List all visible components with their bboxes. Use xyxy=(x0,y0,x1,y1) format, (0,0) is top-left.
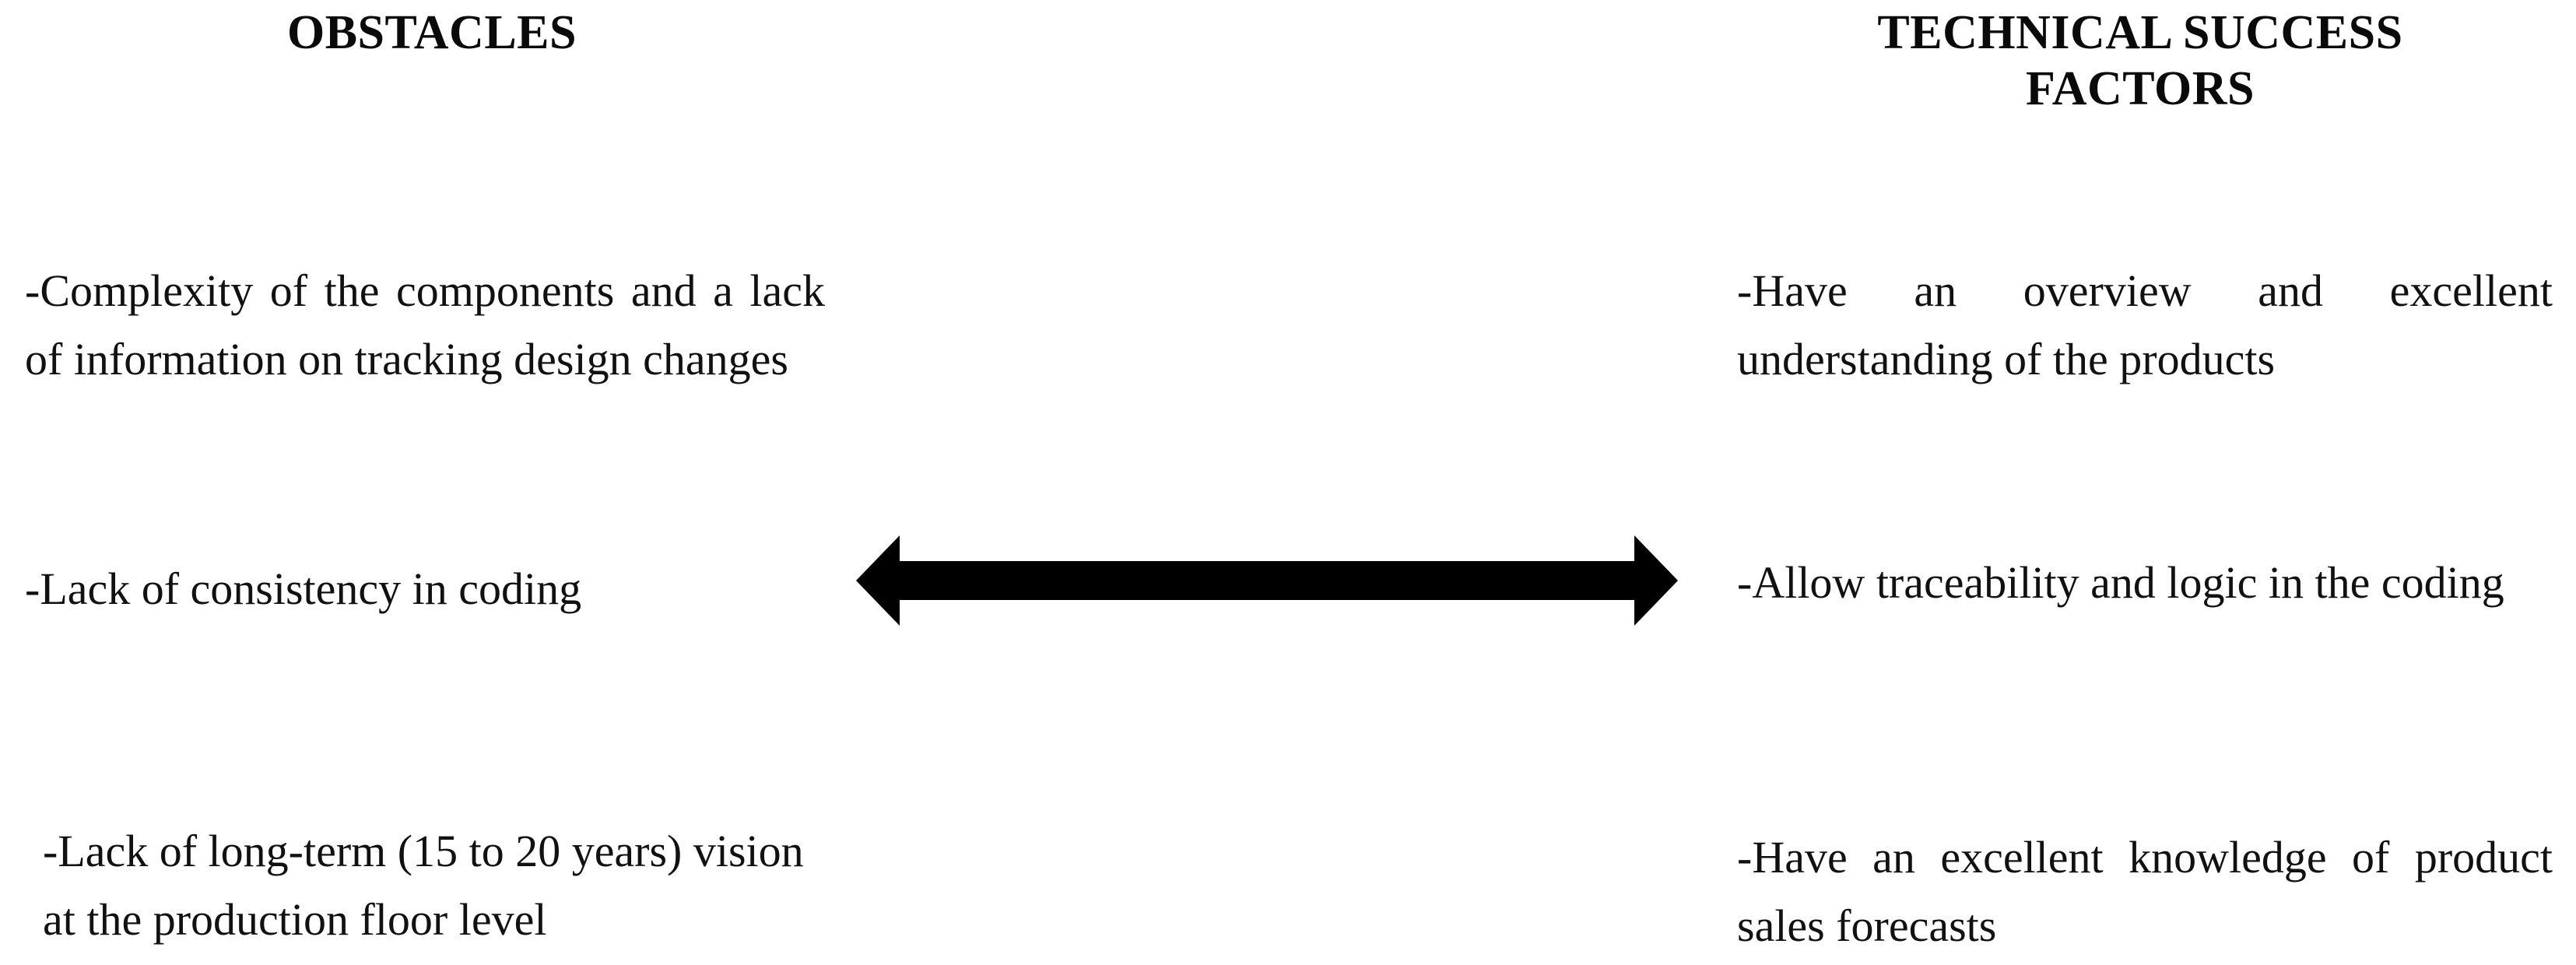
obstacle-text: -Lack of long-term (15 to 20 years) visi… xyxy=(43,826,804,945)
column-header-technical-success-factors-line-2: FACTORS xyxy=(2025,62,2255,115)
success-factor-text: -Have an excellent knowledge of product … xyxy=(1737,832,2553,951)
double-headed-arrow-icon xyxy=(856,531,1678,630)
obstacle-text: -Complexity of the components and a lack… xyxy=(25,265,825,384)
column-header-technical-success-factors: TECHNICAL SUCCESS FACTORS xyxy=(1720,5,2560,117)
success-factor-text: -Have an overview and excellent understa… xyxy=(1737,265,2553,384)
column-header-technical-success-factors-line-1: TECHNICAL SUCCESS xyxy=(1877,6,2403,59)
comparison-row: -Lack of long-term (15 to 20 years) visi… xyxy=(0,809,2576,965)
column-header-obstacles: OBSTACLES xyxy=(117,5,747,61)
comparison-row: -Complexity of the components and a lack… xyxy=(0,257,2576,626)
column-header-obstacles-line-1: OBSTACLES xyxy=(286,6,577,59)
comparison-row: -Lack of consistency in coding -Allow tr… xyxy=(0,549,2576,704)
obstacle-text: -Lack of consistency in coding xyxy=(25,563,582,614)
success-factor-text: -Allow traceability and logic in the cod… xyxy=(1737,557,2504,608)
